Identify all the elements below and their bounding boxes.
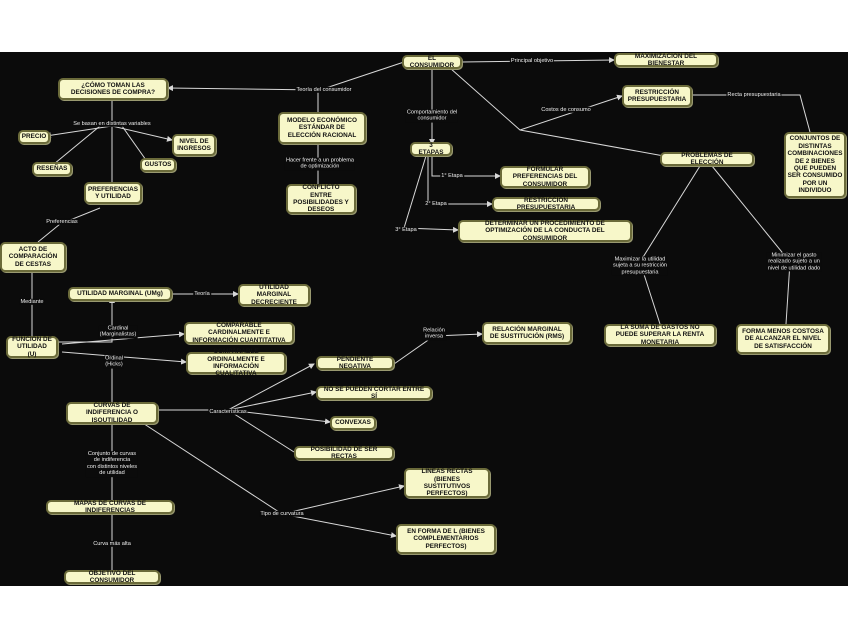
node-utilidad-marginal[interactable]: UTILIDAD MARGINAL (UMg) [68, 287, 172, 301]
edge-no-cortar [227, 390, 317, 411]
edge-precio [45, 125, 113, 139]
node-tres-etapas[interactable]: 3 ETAPAS [410, 142, 452, 156]
node-nivel-ingresos[interactable]: NIVEL DE INGRESOS [172, 134, 216, 156]
edge-funcion-umg [58, 297, 115, 343]
edge-ingresos [111, 125, 173, 142]
edge-restriccion-conjuntos [690, 94, 811, 133]
label-teoria-consumidor: Teoría del consumidor [295, 86, 353, 94]
node-el-consumidor[interactable]: EL CONSUMIDOR [402, 55, 462, 69]
node-convexas[interactable]: CONVEXAS [330, 416, 376, 430]
node-funcion-utilidad[interactable]: FUNCIÓN DE UTILIDAD (U) [6, 336, 58, 358]
node-lineas-rectas[interactable]: LINEAS RECTAS (BIENES SUSTITUTIVOS PERFE… [404, 468, 490, 498]
edge-etapa3 [403, 155, 459, 233]
node-gustos[interactable]: GUSTOS [140, 158, 176, 172]
node-rms[interactable]: RELACIÓN MARGINAL DE SUSTITUCIÓN (RMS) [482, 322, 572, 344]
label-costos-consumo: Costos de consumo [540, 106, 592, 114]
label-principal-objetivo: Principal objetivo [509, 57, 555, 65]
node-formular-preferencias[interactable]: FORMULAR PREFERENCIAS DEL CONSUMIDOR [500, 166, 590, 188]
label-maximizar: Maximizar la utilidad sujeta a su restri… [611, 256, 669, 276]
edge-forma-l [281, 513, 397, 538]
edge-problemas-suma [639, 165, 701, 325]
node-suma-gastos[interactable]: LA SUMA DE GASTOS NO PUEDE SUPERAR LA RE… [604, 324, 716, 346]
label-minimizar: Minimizar el gasto realizado sujeto a un… [766, 252, 822, 272]
label-recta-presupuestaria: Recta presupuestaria [726, 91, 782, 99]
label-mediante: Mediante [19, 298, 45, 306]
node-determinar-procedimiento[interactable]: DETERMINAR UN PROCEDIMIENTO DE OPTIMIZAC… [458, 220, 632, 242]
concept-map-canvas: EL CONSUMIDOR MAXIMIZACIÓN DEL BIENESTAR… [0, 52, 848, 586]
node-conflicto[interactable]: CONFLICTO ENTRE POSIBILIDADES Y DESEOS [286, 184, 356, 214]
edge-lineas-rectas [281, 484, 405, 515]
node-forma-menos-costosa[interactable]: FORMA MENOS COSTOSA DE ALCANZAR EL NIVEL… [736, 324, 830, 354]
node-problemas-eleccion[interactable]: PROBLEMAS DE ELECCIÓN [660, 152, 754, 166]
node-como-toman-decisiones[interactable]: ¿CÓMO TOMAN LAS DECISIONES DE COMPRA? [58, 78, 168, 100]
label-etapa-3: 3° Etapa [394, 226, 418, 234]
node-resenas[interactable]: RESEÑAS [32, 162, 72, 176]
node-curvas-indiferencia[interactable]: CURVAS DE INDIFERENCIA O ISOUTILIDAD [66, 402, 158, 424]
edge-consumidor-como-toman [167, 61, 405, 92]
node-modelo-economico[interactable]: MODELO ECONÓMICO ESTÁNDAR DE ELECCIÓN RA… [278, 112, 366, 144]
node-objetivo-consumidor[interactable]: OBJETIVO DEL CONSUMIDOR [64, 570, 160, 584]
edge-problemas-forma [711, 165, 791, 325]
label-etapa-1: 1° Etapa [440, 172, 464, 180]
node-acto-comparacion[interactable]: ACTO DE COMPARACIÓN DE CESTAS [0, 242, 66, 272]
label-cardinal: Cardinal (Marginalistas) [98, 325, 138, 339]
edge-cardinal [61, 331, 185, 345]
node-forma-de-l[interactable]: EN FORMA DE L (BIENES COMPLEMENTARIOS PE… [396, 524, 496, 554]
label-relacion-inversa: Relación inversa [422, 327, 446, 341]
label-hacer-frente: Hacer frente a un problema de optimizaci… [284, 157, 356, 171]
label-se-basan: Se basan en distintas variables [72, 120, 152, 128]
node-preferencias-utilidad[interactable]: PREFERENCIAS Y UTILIDAD [84, 182, 142, 204]
label-etapa-2: 2° Etapa [424, 200, 448, 208]
label-teoria: Teoría [193, 290, 211, 298]
edge-gustos [121, 125, 147, 161]
node-conjuntos-combinaciones[interactable]: CONJUNTOS DE DISTINTAS COMBINACIONES DE … [784, 132, 846, 198]
node-comparable-cardinal[interactable]: COMPARABLE CARDINALMENTE E INFORMACIÓN C… [184, 322, 294, 344]
label-caracteristicas: Características [208, 408, 248, 416]
edge-pendiente [227, 363, 315, 411]
edge-etapa1 [431, 156, 501, 179]
edge-resenas [53, 125, 101, 165]
label-tipo-curvatura: Tipo de curvatura [259, 510, 305, 518]
node-mapas-curvas[interactable]: MAPAS DE CURVAS DE INDIFERENCIAS [46, 500, 174, 514]
node-no-se-pueden-cortar[interactable]: NO SE PUEDEN CORTAR ENTRE SÍ [316, 386, 432, 400]
node-restriccion-etapa[interactable]: RESTRICCIÓN PRESUPUESTARIA [492, 197, 600, 211]
node-precio[interactable]: PRECIO [18, 130, 50, 144]
edge-posibilidad [227, 409, 295, 453]
node-restriccion-presupuestaria[interactable]: RESTRICCIÓN PRESUPUESTARIA [622, 85, 692, 107]
label-conjunto-curvas: Conjunto de curvas de indiferencia con d… [85, 451, 139, 477]
label-comportamiento: Comportamiento del consumidor [405, 109, 459, 123]
label-ordinal: Ordinal (Hicks) [103, 355, 125, 369]
edge-etapa2 [427, 156, 493, 207]
node-posibilidad-rectas[interactable]: POSIBILIDAD DE SER RECTAS [294, 446, 394, 460]
node-pendiente-negativa[interactable]: PENDIENTE NEGATIVA [316, 356, 394, 370]
node-umg-decreciente[interactable]: UTILIDAD MARGINAL DECRECIENTE [238, 284, 310, 306]
label-preferencias: Preferencias [45, 218, 79, 226]
edge-curvas-tipo [131, 415, 283, 515]
node-comparable-ordinal[interactable]: COMPARABLE ORDINALMENTE E INFORMACIÓN CU… [186, 348, 286, 377]
node-maximizacion-bienestar[interactable]: MAXIMIZACIÓN DEL BIENESTAR [614, 53, 718, 67]
label-curva-mas-alta: Curva más alta [92, 540, 132, 548]
